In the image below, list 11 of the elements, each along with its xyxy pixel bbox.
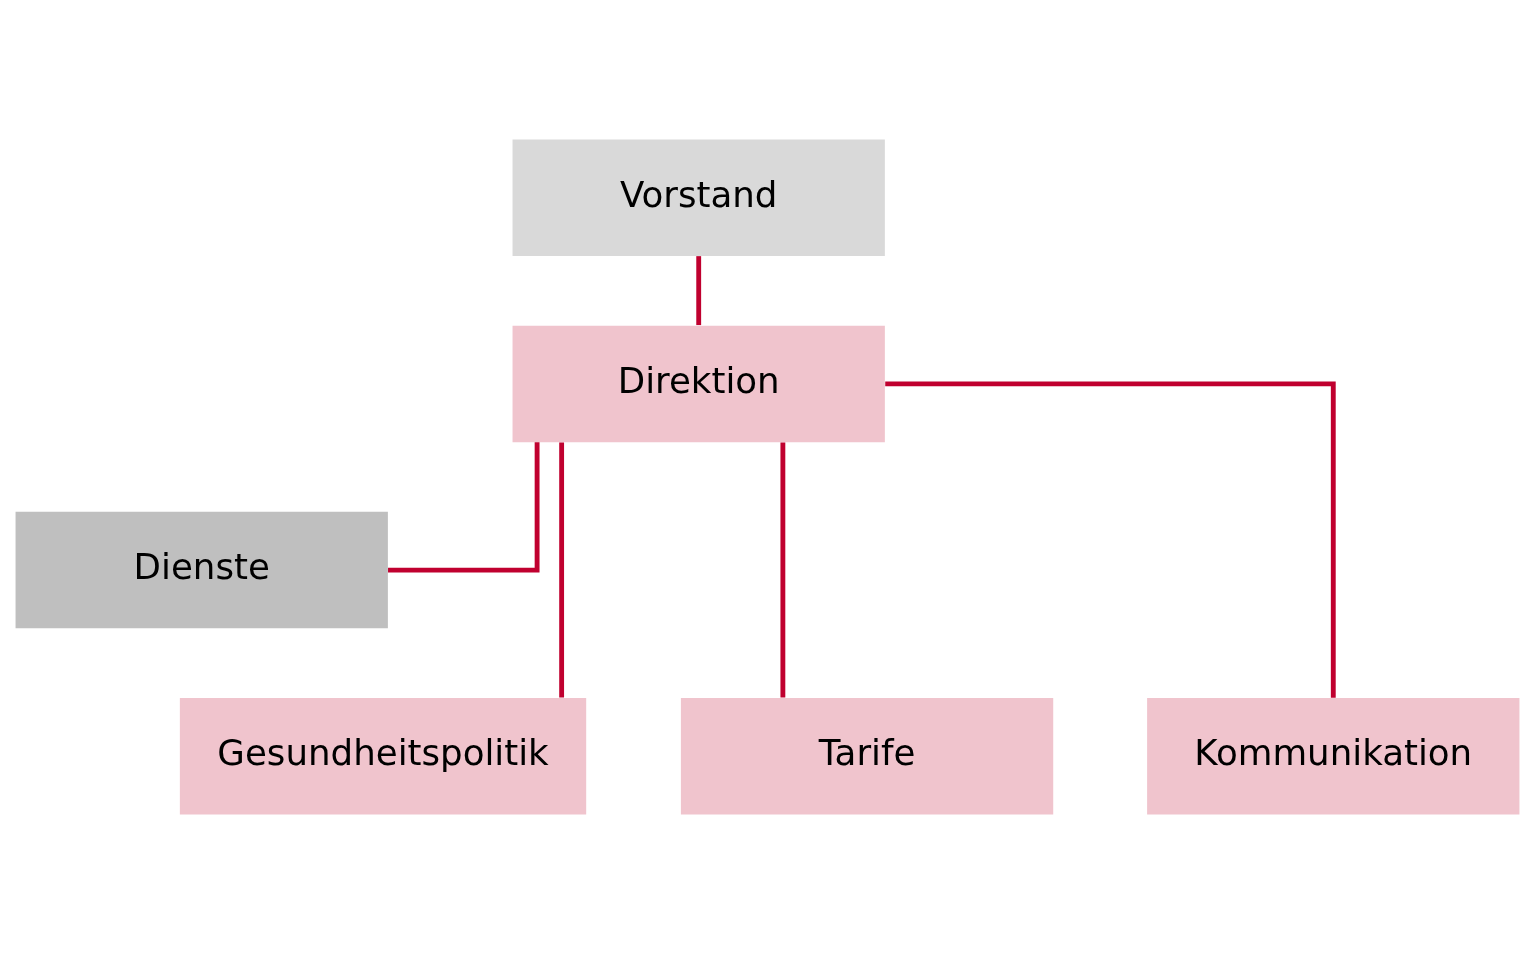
node-box: Dienste (15, 511, 388, 629)
node-box: Gesundheitspolitik (179, 697, 587, 815)
node-box: Kommunikation (1147, 697, 1520, 815)
connector (885, 381, 1336, 698)
connector (388, 442, 540, 573)
connector (696, 256, 702, 326)
connector (780, 442, 786, 698)
connector (559, 442, 565, 698)
node-box: Direktion (512, 325, 885, 443)
node-box: Vorstand (512, 139, 885, 257)
node-box: Tarife (680, 697, 1054, 815)
